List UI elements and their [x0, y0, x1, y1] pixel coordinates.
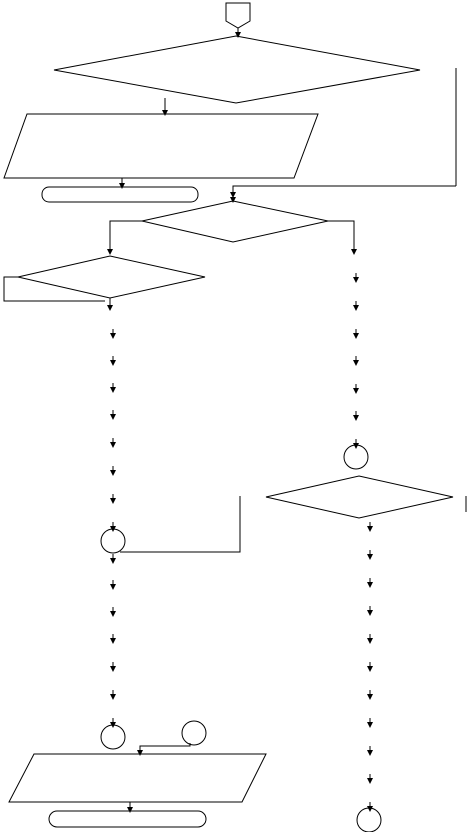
connector-right-1	[343, 444, 369, 470]
loop-line-decision-3	[3, 276, 105, 302]
io-parallelogram-1	[3, 113, 319, 179]
io-parallelogram-2	[8, 753, 267, 803]
decision-4	[265, 475, 454, 519]
process-terminal-1	[41, 186, 199, 203]
connector-left-1	[100, 528, 126, 554]
branch-line-right	[328, 220, 355, 247]
flow-arrow-5	[230, 185, 456, 198]
decision-3	[17, 255, 206, 299]
decision-1	[53, 35, 421, 104]
connector-left-2	[100, 724, 126, 750]
branch-line-left	[109, 220, 142, 247]
flow-arrow-42	[137, 745, 160, 756]
connector-left-3	[181, 720, 207, 746]
flow-arrows	[107, 28, 456, 813]
start-offpage-connector	[225, 2, 251, 29]
decision-2	[141, 200, 329, 243]
connector-right-2	[356, 807, 382, 832]
process-terminal-2	[48, 810, 207, 828]
loop-line-connector-left-1	[120, 496, 241, 553]
